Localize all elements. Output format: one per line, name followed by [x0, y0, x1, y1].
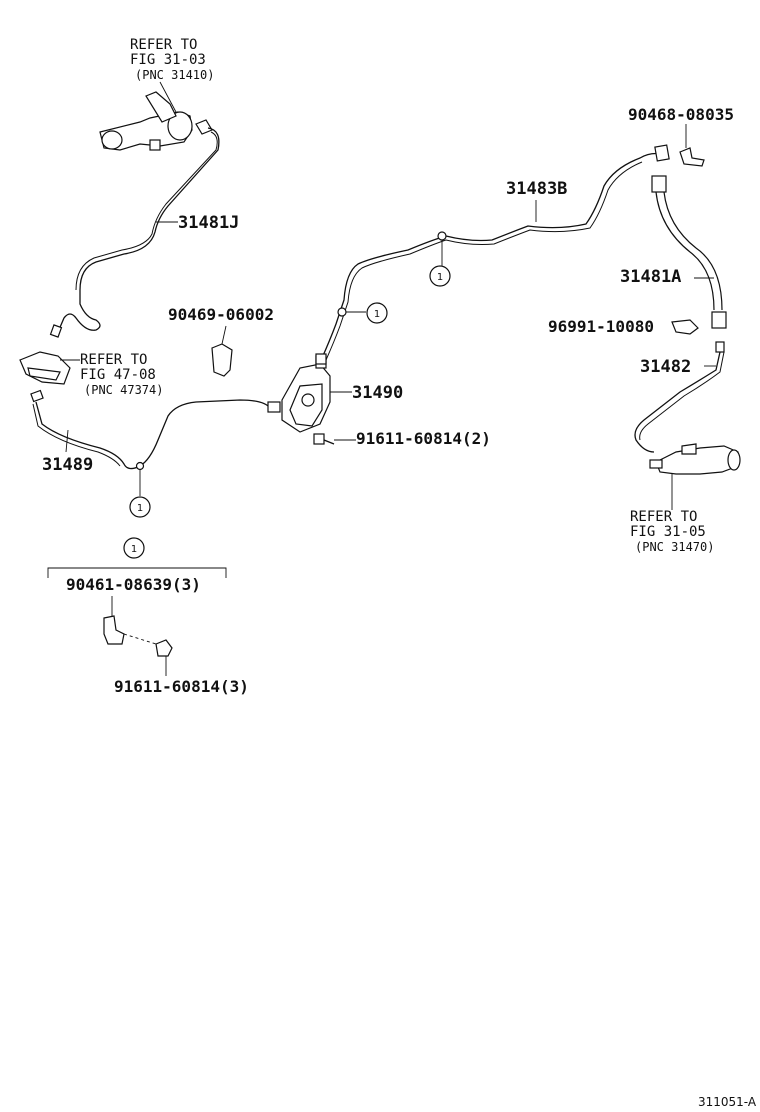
- label-96991-10080: 96991-10080: [548, 317, 654, 336]
- label-31490: 31490: [352, 383, 403, 403]
- refer-top-line2: FIG 31-03: [130, 52, 206, 68]
- pipe-31482: 31482: [634, 341, 725, 453]
- pipe-31489: 31489: [30, 389, 281, 496]
- refer-left-line3: (PNC 47374): [84, 383, 163, 397]
- clutch-damper-31490: 31490: [281, 355, 403, 433]
- refer-right-line3: (PNC 31470): [635, 540, 714, 554]
- label-31481a: 31481A: [620, 267, 681, 287]
- callout-text: 1: [437, 272, 443, 283]
- label-91611-60814-2: 91611-60814(2): [356, 429, 491, 448]
- refer-to-fig-31-05: REFER TO FIG 31-05 (PNC 31470): [630, 509, 714, 554]
- label-31483b: 31483B: [506, 179, 567, 199]
- label-91611-60814-3: 91611-60814(3): [114, 677, 249, 696]
- label-31482: 31482: [640, 357, 691, 377]
- refer-left-line1: REFER TO: [80, 352, 147, 368]
- clamp-90461-08639: [103, 596, 157, 645]
- kit-group-bracket: 90461-08639(3): [47, 567, 227, 594]
- callout-1-a: 1: [429, 265, 451, 287]
- clip-96991-10080: 96991-10080: [548, 317, 699, 336]
- label-31481j: 31481J: [178, 213, 239, 233]
- callout-1-c: 1: [129, 496, 151, 518]
- hose-31481a: 31481A: [620, 175, 727, 329]
- clutch-release-cylinder: [649, 443, 741, 510]
- label-90468-08035: 90468-08035: [628, 105, 734, 124]
- refer-top-line1: REFER TO: [130, 37, 197, 53]
- label-31489: 31489: [42, 455, 93, 475]
- bracket-90469-06002: 90469-06002: [168, 305, 274, 377]
- callout-1-legend: 1: [123, 537, 145, 559]
- pipe-31481j: 31481J: [49, 127, 239, 338]
- label-90469-06002: 90469-06002: [168, 305, 274, 324]
- callout-text: 1: [374, 309, 380, 320]
- refer-right-line2: FIG 31-05: [630, 524, 706, 540]
- refer-left-line2: FIG 47-08: [80, 367, 156, 383]
- refer-to-fig-47-08: REFER TO FIG 47-08 (PNC 47374): [80, 352, 163, 397]
- refer-top-line3: (PNC 31410): [135, 68, 214, 82]
- refer-right-line1: REFER TO: [630, 509, 697, 525]
- booster-bracket: [19, 351, 80, 385]
- refer-to-fig-31-03: REFER TO FIG 31-03 (PNC 31410): [130, 37, 214, 82]
- pipe-31483b: 31483B: [315, 144, 670, 365]
- callout-1-b: 1: [366, 302, 388, 324]
- clip-90468-08035: 90468-08035: [628, 105, 734, 167]
- bolt-91611-60814-3: 91611-60814(3): [114, 639, 249, 696]
- callout-text: 1: [131, 544, 137, 555]
- callout-text: 1: [137, 503, 143, 514]
- clutch-master-cylinder: [99, 81, 213, 151]
- bolt-91611-60814-2: 91611-60814(2): [313, 429, 491, 448]
- label-90461-08639-3: 90461-08639(3): [66, 575, 201, 594]
- figure-id: 311051-A: [698, 1095, 757, 1109]
